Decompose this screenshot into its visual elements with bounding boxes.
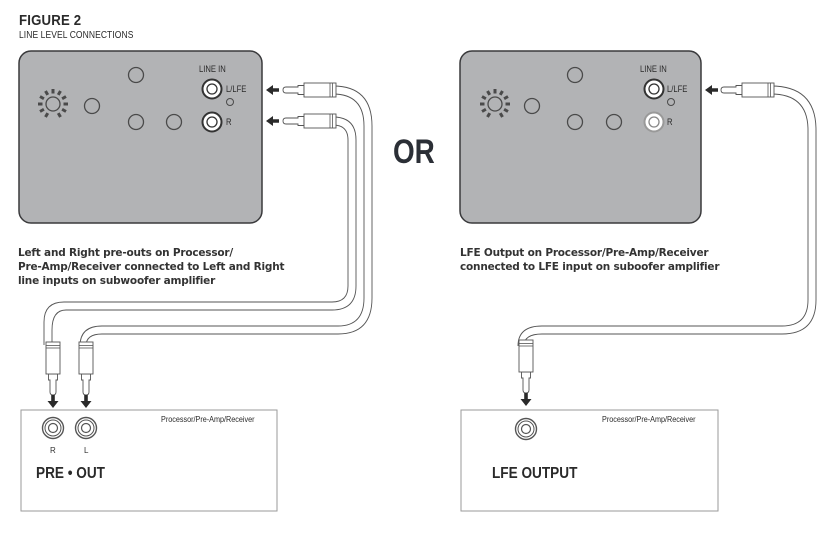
right-cable-lfe bbox=[517, 85, 817, 347]
right-amp-knob bbox=[566, 113, 584, 131]
right-amp-knob bbox=[605, 113, 623, 131]
left-lfe-plug[interactable] bbox=[282, 82, 337, 98]
left-amp-knob bbox=[127, 66, 145, 84]
left-receiver-name: Processor/Pre-Amp/Receiver bbox=[161, 414, 255, 424]
right-amp-knob bbox=[523, 97, 541, 115]
lfe-output-label: LFE OUTPUT bbox=[492, 465, 578, 482]
right-amp-led bbox=[667, 98, 675, 106]
right-amplifier-panel bbox=[459, 50, 702, 224]
left-amp-r-jack[interactable] bbox=[201, 111, 223, 133]
left-l-out-plug[interactable] bbox=[78, 341, 94, 396]
left-description: Left and Right pre-outs on Processor/ Pr… bbox=[18, 247, 285, 287]
left-amp-knob bbox=[165, 113, 183, 131]
left-r-out-plug[interactable] bbox=[45, 341, 61, 396]
arrow-left-icon bbox=[266, 85, 279, 95]
left-amplifier-panel bbox=[18, 50, 263, 224]
left-amp-line-in-label: LINE IN bbox=[199, 64, 226, 74]
or-separator: OR bbox=[393, 133, 435, 171]
left-r-plug[interactable] bbox=[282, 113, 337, 129]
left-amp-knob bbox=[83, 97, 101, 115]
right-lfe-plug[interactable] bbox=[720, 82, 775, 98]
receiver-r-out-jack[interactable] bbox=[41, 416, 65, 440]
left-amp-led bbox=[226, 98, 234, 106]
figure-title: FIGURE 2 bbox=[19, 12, 82, 29]
right-lfe-out-plug[interactable] bbox=[518, 339, 534, 394]
right-receiver-name: Processor/Pre-Amp/Receiver bbox=[602, 414, 696, 424]
figure-subtitle: LINE LEVEL CONNECTIONS bbox=[19, 30, 134, 41]
left-cable-l bbox=[79, 85, 373, 347]
arrow-down-icon bbox=[47, 395, 59, 408]
right-amp-lfe-label: L/LFE bbox=[667, 84, 688, 94]
right-amp-knob bbox=[566, 66, 584, 84]
left-amp-lfe-jack[interactable] bbox=[201, 78, 223, 100]
right-amp-r-jack[interactable] bbox=[643, 111, 665, 133]
arrow-left-icon bbox=[705, 85, 718, 95]
receiver-lfe-out-jack[interactable] bbox=[514, 417, 538, 441]
pre-out-label: PRE • OUT bbox=[36, 465, 105, 482]
receiver-l-label: L bbox=[84, 446, 89, 455]
right-amp-r-label: R bbox=[667, 117, 673, 127]
right-receiver-box bbox=[460, 409, 719, 512]
arrow-down-icon bbox=[520, 393, 532, 406]
right-amp-line-in-label: LINE IN bbox=[640, 64, 667, 74]
left-amp-knob bbox=[127, 113, 145, 131]
right-description: LFE Output on Processor/Pre-Amp/Receiver… bbox=[460, 247, 720, 273]
receiver-l-out-jack[interactable] bbox=[74, 416, 98, 440]
left-amp-lfe-label: L/LFE bbox=[226, 84, 247, 94]
arrow-left-icon bbox=[266, 116, 279, 126]
left-cable-r bbox=[43, 116, 357, 345]
left-amp-r-label: R bbox=[226, 117, 232, 127]
receiver-r-label: R bbox=[50, 446, 56, 455]
arrow-down-icon bbox=[80, 395, 92, 408]
right-amp-lfe-jack[interactable] bbox=[643, 78, 665, 100]
